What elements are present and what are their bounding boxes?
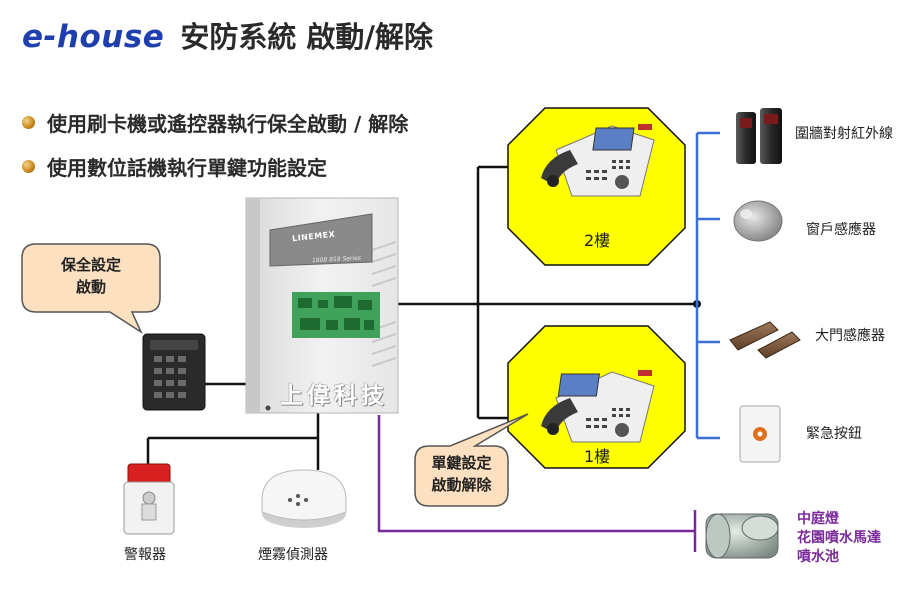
callout-left-text: 保全設定 啟動	[22, 254, 160, 298]
floor-label-upper: 2樓	[584, 231, 611, 250]
sensor-bus	[695, 131, 720, 440]
callout-left-line2: 啟動	[75, 278, 106, 296]
smoke-detector-icon	[261, 469, 347, 528]
page-title: e-house 安防系統 啟動/解除	[22, 14, 434, 55]
garden-label-fountain: 噴水池	[797, 549, 839, 565]
card-reader-keypad-icon	[142, 333, 206, 411]
garden-labels: 中庭燈 花園噴水馬達 噴水池	[797, 510, 881, 567]
door-sensor-icon	[729, 321, 801, 359]
bullet-item: 使用數位話機執行單鍵功能設定	[22, 152, 327, 181]
emergency-button-icon	[739, 405, 781, 463]
callout-left-bubble	[21, 243, 161, 335]
desk-phone-lower-icon	[541, 370, 655, 443]
callout-left-line1: 保全設定	[60, 256, 121, 274]
callout-phone-line2: 啟動解除	[431, 476, 492, 494]
window-sensor-icon	[733, 200, 783, 242]
output-label-alarm: 警報器	[124, 547, 166, 563]
title-text: 安防系統 啟動/解除	[180, 20, 434, 54]
callout-phone-line1: 單鍵設定	[431, 454, 492, 472]
water-pump-icon	[705, 513, 779, 559]
output-label-smoke: 煙霧偵測器	[258, 547, 328, 563]
garden-label-pump: 花園噴水馬達	[797, 530, 881, 546]
callout-phone-text: 單鍵設定 啟動解除	[415, 452, 508, 496]
bullet-item: 使用刷卡機或遙控器執行保全啟動 / 解除	[22, 108, 408, 137]
floor-label-lower: 1樓	[584, 447, 611, 466]
sensor-label-infrared: 圍牆對射紅外線	[795, 126, 893, 142]
alarm-siren-icon	[123, 463, 175, 535]
sensor-label-window: 窗戶感應器	[806, 222, 876, 238]
callout-phone-bubble	[414, 413, 529, 507]
bullet-dot-icon	[22, 116, 35, 129]
sensor-label-emergency: 緊急按鈕	[806, 426, 862, 442]
garden-line	[377, 415, 697, 552]
sensor-label-door: 大門感應器	[815, 328, 885, 344]
desk-phone-upper-icon	[541, 124, 655, 197]
bullet-text: 使用刷卡機或遙控器執行保全啟動 / 解除	[47, 112, 409, 136]
panel-watermark: 上偉科技	[280, 383, 388, 409]
bullet-text: 使用數位話機執行單鍵功能設定	[47, 156, 327, 180]
title-brand: e-house	[22, 19, 165, 55]
infrared-beam-sensor-icon	[736, 108, 782, 164]
garden-label-light: 中庭燈	[797, 511, 839, 527]
control-panel	[245, 197, 399, 414]
bullet-dot-icon	[22, 160, 35, 173]
